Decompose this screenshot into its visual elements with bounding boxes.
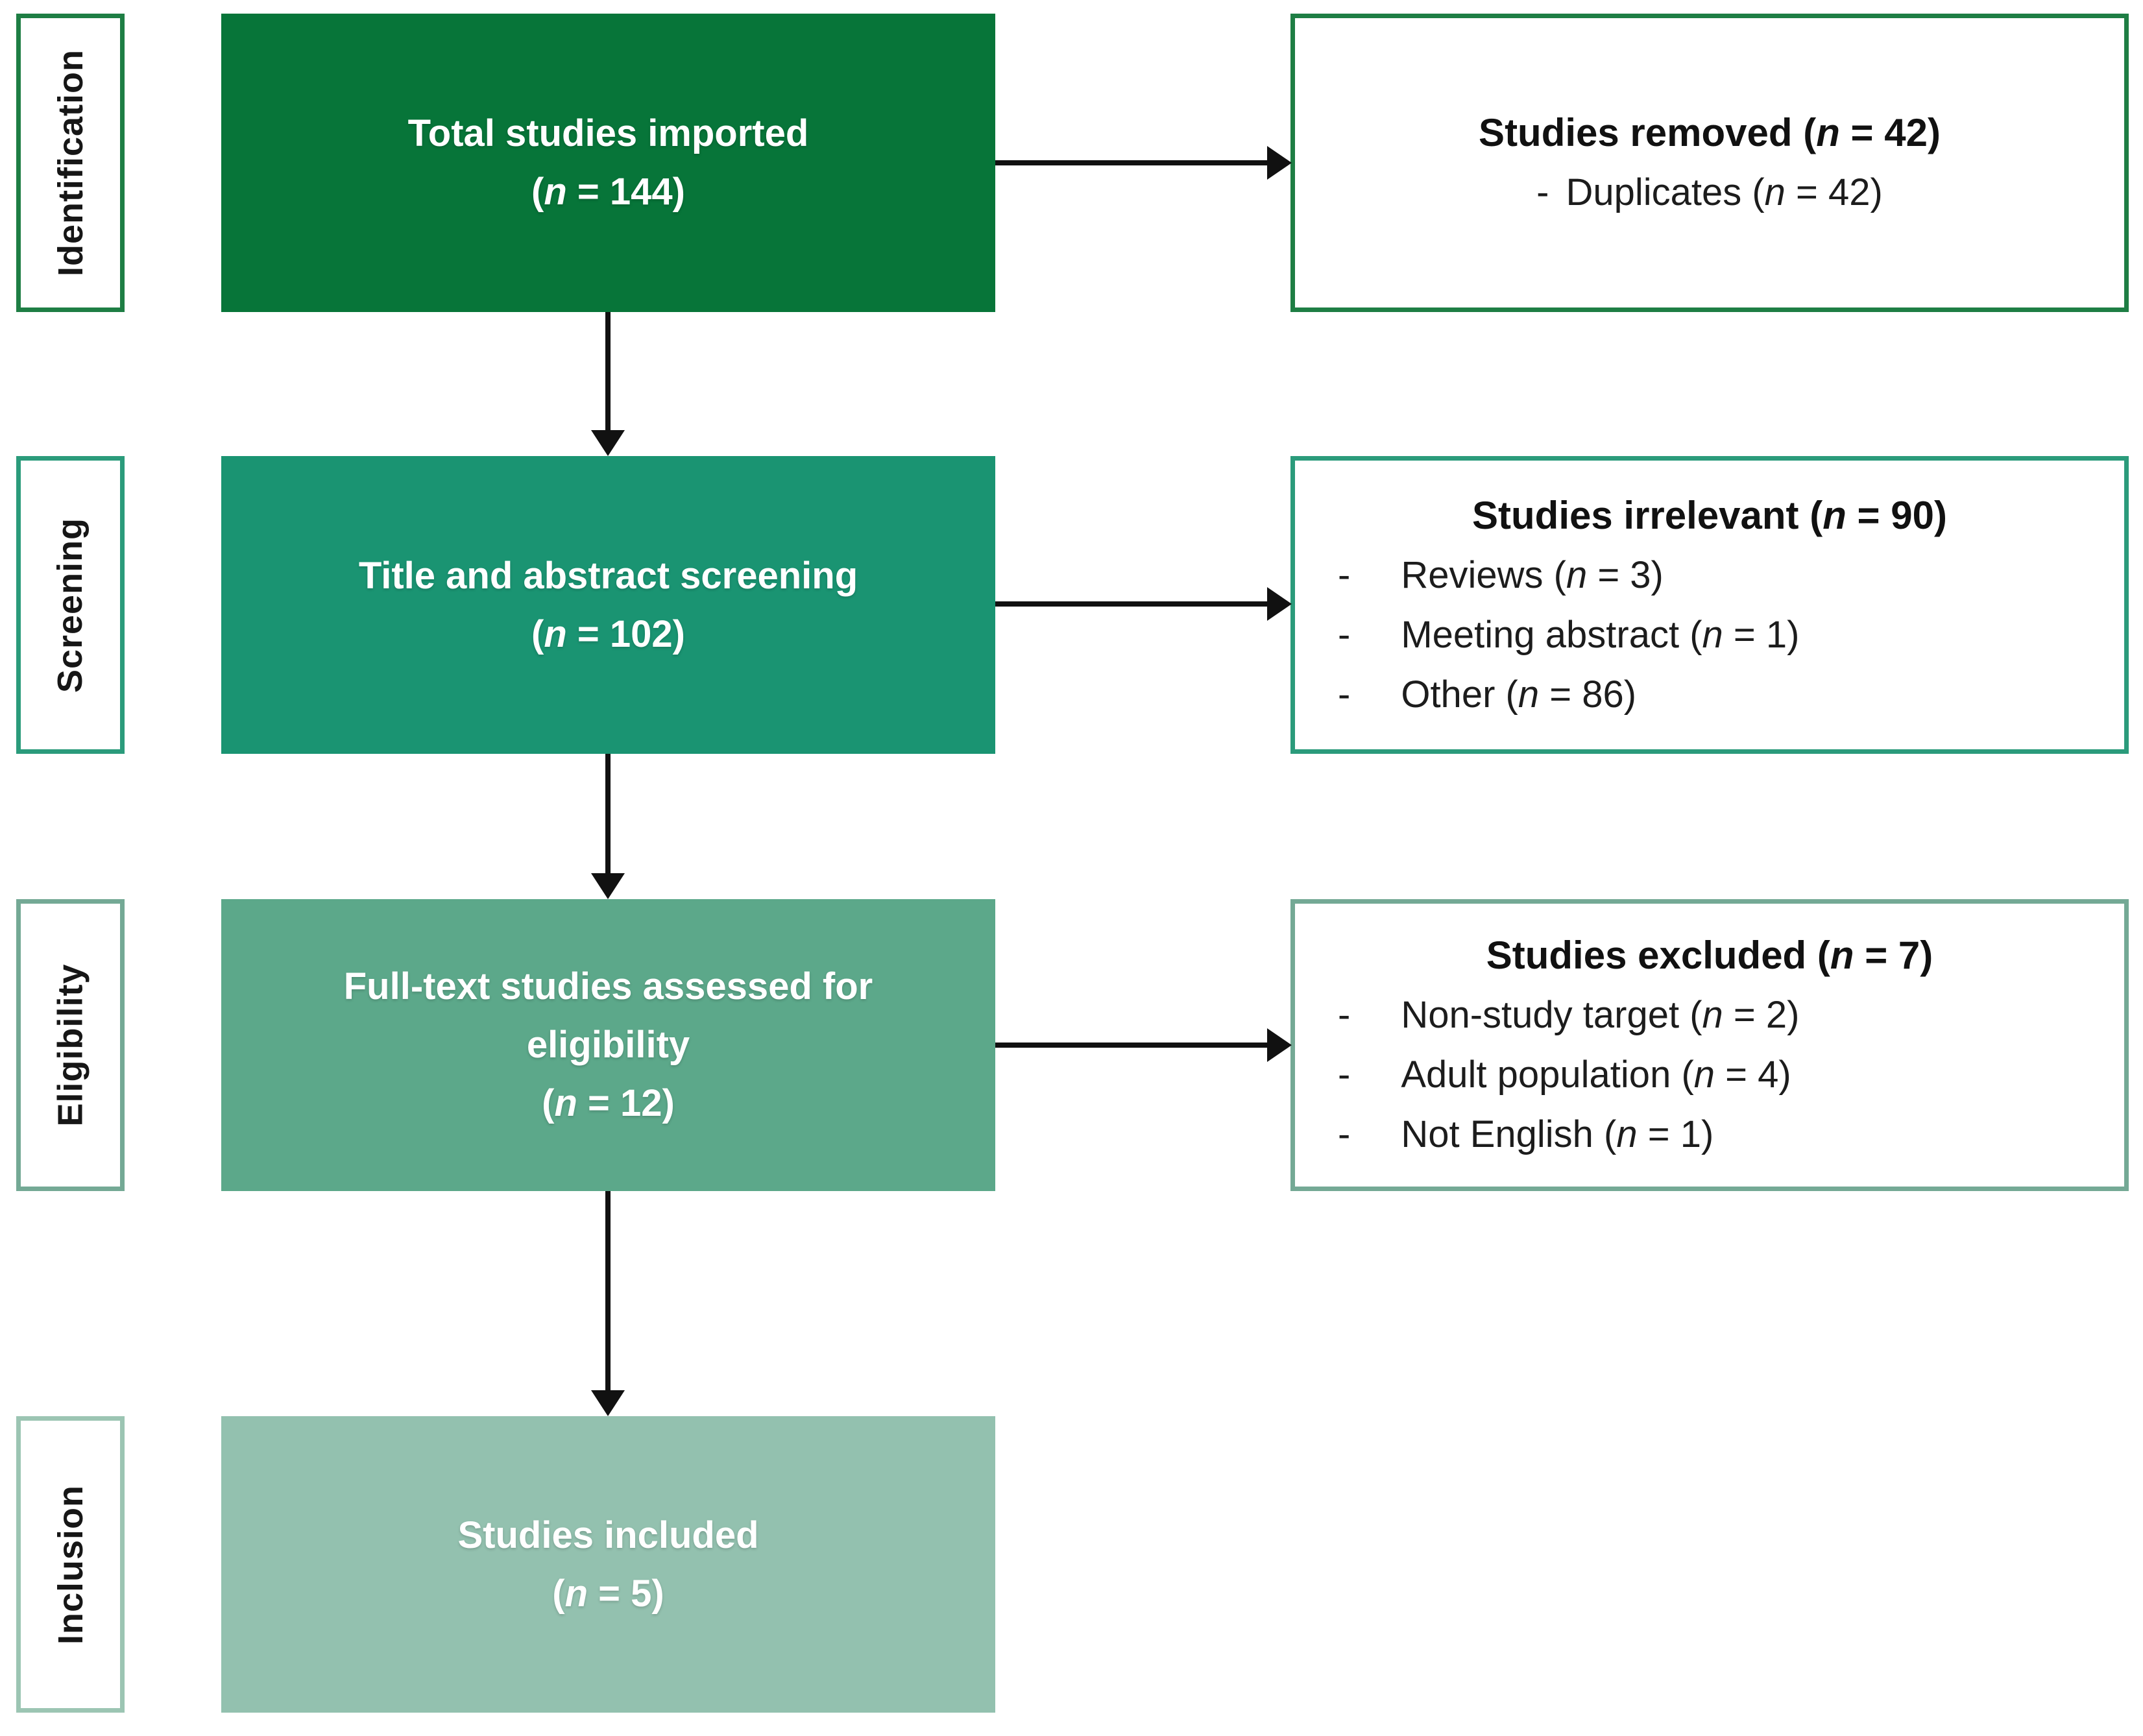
stage-box-screening: Screening (16, 456, 125, 754)
bullet-dash: - (1536, 171, 1549, 213)
side-box-header: Studies irrelevant (n = 90) (1472, 493, 1947, 537)
right-arrowhead-icon (1267, 587, 1292, 621)
main-box-title-abstract-screening: Title and abstract screening (n = 102) (221, 456, 995, 754)
list-item-text: Duplicates (n = 42) (1566, 171, 1883, 213)
side-box-studies-excluded: Studies excluded (n = 7) - Non-study tar… (1290, 899, 2129, 1191)
right-arrowhead-icon (1267, 1028, 1292, 1062)
list-item-text: Reviews (n = 3) (1401, 553, 1664, 596)
list-item-text: Not English (n = 1) (1401, 1113, 1714, 1155)
main-box-line: Full-text studies assessed for (343, 965, 873, 1007)
stage-label-eligibility: Eligibility (51, 963, 90, 1127)
right-arrowhead-icon (1267, 146, 1292, 180)
main-box-count: (n = 144) (531, 171, 685, 213)
side-box-studies-removed: Studies removed (n = 42) - Duplicates (n… (1290, 14, 2129, 312)
right-arrow-2-line (995, 601, 1267, 607)
list-item: - Reviews (n = 3) (1295, 546, 2124, 605)
main-box-line: Title and abstract screening (358, 554, 858, 597)
down-arrowhead-icon (591, 430, 625, 456)
stage-label-inclusion: Inclusion (51, 1484, 90, 1645)
list-item: - Other (n = 86) (1295, 665, 2124, 725)
down-arrow-2-line (605, 754, 611, 874)
down-arrowhead-icon (591, 873, 625, 899)
right-arrow-3-line (995, 1043, 1267, 1048)
bullet-dash: - (1338, 673, 1351, 716)
main-box-total-studies-imported: Total studies imported (n = 144) (221, 14, 995, 312)
stage-label-screening: Screening (51, 517, 90, 693)
side-box-studies-irrelevant: Studies irrelevant (n = 90) - Reviews (n… (1290, 456, 2129, 754)
bullet-dash: - (1338, 1113, 1351, 1155)
bullet-dash: - (1338, 553, 1351, 596)
down-arrowhead-icon (591, 1390, 625, 1416)
list-item-text: Other (n = 86) (1401, 673, 1637, 716)
stage-box-eligibility: Eligibility (16, 899, 125, 1191)
stage-label-identification: Identification (51, 49, 90, 276)
bullet-dash: - (1338, 1054, 1351, 1096)
down-arrow-3-line (605, 1191, 611, 1392)
side-box-header: Studies excluded (n = 7) (1486, 934, 1933, 977)
list-item: - Not English (n = 1) (1295, 1105, 2124, 1164)
right-arrow-1-line (995, 160, 1267, 165)
down-arrow-1-line (605, 312, 611, 431)
list-item: - Non-study target (n = 2) (1295, 985, 2124, 1045)
main-box-line: Studies included (457, 1513, 759, 1556)
list-item-text: Non-study target (n = 2) (1401, 994, 1800, 1036)
main-box-studies-included: Studies included (n = 5) (221, 1416, 995, 1713)
list-item-text: Meeting abstract (n = 1) (1401, 613, 1800, 656)
stage-box-inclusion: Inclusion (16, 1416, 125, 1713)
main-box-count: (n = 102) (531, 612, 685, 655)
main-box-full-text-assessed: Full-text studies assessed for eligibili… (221, 899, 995, 1191)
bullet-dash: - (1338, 613, 1351, 656)
main-box-line: Total studies imported (407, 112, 809, 154)
bullet-dash: - (1338, 994, 1351, 1036)
side-box-header: Studies removed (n = 42) (1479, 111, 1941, 154)
list-item-text: Adult population (n = 4) (1401, 1054, 1791, 1096)
main-box-count: (n = 12) (542, 1082, 675, 1124)
main-box-count: (n = 5) (552, 1572, 664, 1615)
list-item: - Duplicates (n = 42) (1295, 163, 2124, 223)
list-item: - Adult population (n = 4) (1295, 1045, 2124, 1105)
main-box-line: eligibility (526, 1024, 690, 1066)
list-item: - Meeting abstract (n = 1) (1295, 605, 2124, 665)
stage-box-identification: Identification (16, 14, 125, 312)
